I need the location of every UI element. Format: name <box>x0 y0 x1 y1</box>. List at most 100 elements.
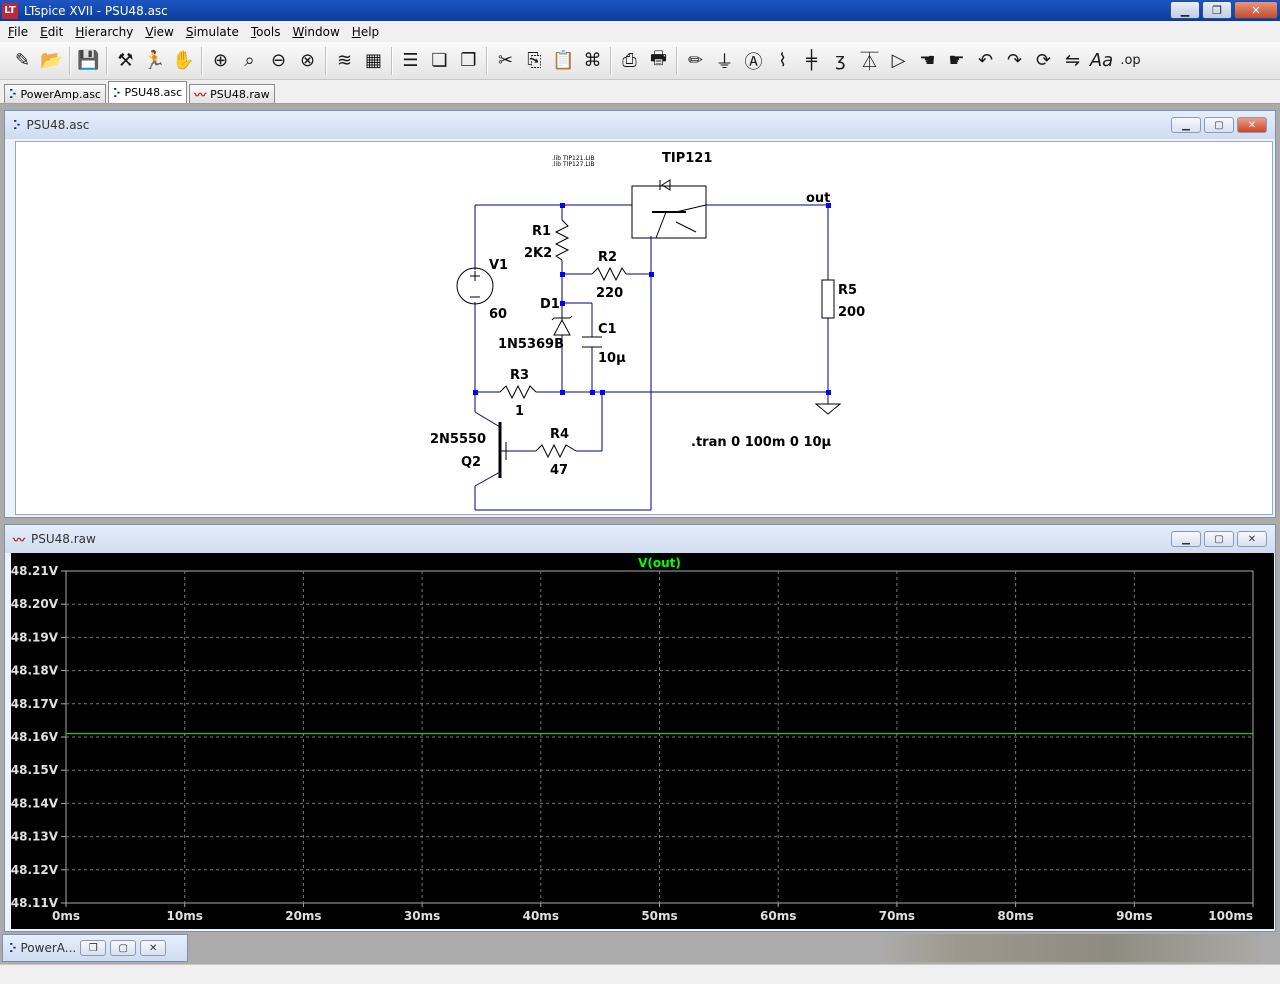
run-icon[interactable]: 🏃 <box>143 50 166 71</box>
r2-name[interactable]: R2 <box>598 250 617 265</box>
print-preview-icon[interactable]: 🖶 <box>650 47 667 69</box>
resistor-r4[interactable] <box>535 443 577 459</box>
close-button[interactable]: ✕ <box>1237 531 1267 547</box>
new-schematic-icon[interactable]: ✎ <box>14 50 31 71</box>
menu-item-edit[interactable]: Edit <box>36 25 71 39</box>
zoom-out-icon[interactable]: ⊖ <box>270 50 287 71</box>
maximize-button[interactable]: ❐ <box>1202 1 1232 19</box>
zoom-in-icon[interactable]: ⊕ <box>212 50 229 71</box>
maximize-button[interactable]: ▢ <box>110 940 137 956</box>
zoom-fit-icon[interactable]: ⊗ <box>299 50 316 71</box>
d1-value[interactable]: 1N5369B <box>498 337 564 352</box>
halt-hand-icon[interactable]: ✋ <box>172 50 195 71</box>
minimize-button[interactable]: ▁ <box>1171 531 1201 547</box>
r5-name[interactable]: R5 <box>838 283 857 298</box>
rotate-icon[interactable]: ⟳ <box>1035 50 1052 71</box>
r5-value[interactable]: 200 <box>838 305 865 320</box>
resistor-r3[interactable] <box>499 384 537 400</box>
tip121-label[interactable]: TIP121 <box>662 151 712 166</box>
r1-name[interactable]: R1 <box>532 224 551 239</box>
resistor-r2[interactable] <box>591 266 627 282</box>
schematic-window-titlebar[interactable]: ⴾ PSU48.asc <box>5 111 1275 139</box>
r4-value[interactable]: 47 <box>550 463 568 478</box>
menu-item-file[interactable]: File <box>4 25 36 39</box>
minimize-button[interactable]: ▁ <box>1170 1 1200 19</box>
trace-label[interactable]: V(out) <box>638 556 681 570</box>
v1-name[interactable]: V1 <box>489 258 508 273</box>
lib-directive-2[interactable]: .lib TIP127.LIB <box>552 161 595 168</box>
r1-value[interactable]: 2K2 <box>524 246 552 261</box>
label-net-icon[interactable]: Ⓐ <box>744 51 763 73</box>
r2-value[interactable]: 220 <box>596 286 623 301</box>
paste-icon[interactable]: 📋 <box>552 50 575 71</box>
spice-directive-tran[interactable]: .tran 0 100m 0 10µ <box>691 435 832 450</box>
lib-directive-1[interactable]: .lib TIP121.LIB <box>552 155 595 162</box>
resistor-r5[interactable] <box>821 279 835 319</box>
close-button[interactable]: ✕ <box>1234 1 1278 19</box>
restore-button[interactable]: ❐ <box>80 940 107 956</box>
tile-horizontal-icon[interactable]: ☰ <box>402 50 419 71</box>
spice-directive-icon[interactable]: .op <box>1120 53 1141 68</box>
menu-item-help[interactable]: Help <box>348 25 387 39</box>
ground-icon[interactable]: ⏚ <box>715 51 734 73</box>
drag-hand-icon[interactable]: ☛ <box>948 50 965 71</box>
menu-item-view[interactable]: View <box>141 25 181 39</box>
minimize-button[interactable]: ▁ <box>1171 117 1201 133</box>
menu-item-hierarchy[interactable]: Hierarchy <box>71 25 141 39</box>
diode-icon[interactable]: ⏄ <box>860 51 879 73</box>
darlington-tip121[interactable] <box>631 185 707 239</box>
grid-icon[interactable]: ▦ <box>364 50 382 71</box>
resistor-icon[interactable]: ⌇ <box>778 50 787 71</box>
inductor-icon[interactable]: ʒ <box>835 50 846 71</box>
tab-psu48-asc[interactable]: ⴾ PSU48.asc <box>107 81 188 103</box>
redo-icon[interactable]: ↷ <box>1006 50 1023 71</box>
save-icon[interactable]: 💾 <box>77 50 100 71</box>
menu-item-tools[interactable]: Tools <box>247 25 289 39</box>
d1-name[interactable]: D1 <box>540 297 560 312</box>
move-hand-icon[interactable]: ☚ <box>919 50 936 71</box>
close-button[interactable]: ✕ <box>1237 117 1267 133</box>
mirror-icon[interactable]: ⇋ <box>1064 50 1081 71</box>
schematic-drawing[interactable]: .lib TIP121.LIB .lib TIP127.LIB TIP121 o… <box>16 142 1272 514</box>
net-label-out[interactable]: out <box>806 191 830 206</box>
pan-icon[interactable]: ⌕ <box>244 50 255 71</box>
draw-wire-icon[interactable]: ✏ <box>687 50 704 71</box>
v1-value[interactable]: 60 <box>489 307 507 322</box>
c1-value[interactable]: 10µ <box>598 351 626 366</box>
r3-value[interactable]: 1 <box>515 404 524 419</box>
wire[interactable] <box>474 471 501 487</box>
component-icon[interactable]: ▷ <box>891 50 906 71</box>
wire[interactable] <box>474 411 501 428</box>
capacitor-icon[interactable]: ╪ <box>806 50 817 71</box>
maximize-button[interactable]: ▢ <box>1204 117 1234 133</box>
control-panel-icon[interactable]: ⚒ <box>117 50 134 71</box>
undo-icon[interactable]: ↶ <box>977 50 994 71</box>
r3-name[interactable]: R3 <box>510 368 529 383</box>
waveform-window-titlebar[interactable]: 〰 PSU48.raw <box>5 525 1275 553</box>
r4-name[interactable]: R4 <box>550 427 569 442</box>
resistor-r1[interactable] <box>554 219 570 261</box>
waveform-chart[interactable]: 48.21V48.20V48.19V48.18V48.17V48.16V48.1… <box>11 553 1274 929</box>
cascade-icon[interactable]: ❏ <box>431 50 448 71</box>
q2-name[interactable]: Q2 <box>461 455 481 470</box>
menu-item-simulate[interactable]: Simulate <box>182 25 247 39</box>
ltspice-app-icon[interactable]: LT <box>2 2 18 19</box>
tab-poweramp[interactable]: ⴾ PowerAmp.asc <box>4 84 106 103</box>
tile-vertical-icon[interactable]: ❐ <box>460 50 477 71</box>
copy-icon[interactable]: ⎘ <box>527 50 542 71</box>
autorange-icon[interactable]: ≋ <box>336 50 353 71</box>
close-button[interactable]: ✕ <box>140 940 167 956</box>
find-binoculars-icon[interactable]: ⌘ <box>583 50 602 71</box>
open-folder-icon[interactable]: 📂 <box>40 50 63 71</box>
menu-item-window[interactable]: Window <box>288 25 347 39</box>
voltage-source-v1[interactable] <box>456 267 494 305</box>
text-icon[interactable]: Aa <box>1089 50 1114 71</box>
schematic-canvas[interactable]: .lib TIP121.LIB .lib TIP127.LIB TIP121 o… <box>15 141 1273 515</box>
cut-icon[interactable]: ✂ <box>497 50 514 71</box>
c1-name[interactable]: C1 <box>598 322 617 337</box>
maximize-button[interactable]: ▢ <box>1204 531 1234 547</box>
tab-psu48-raw[interactable]: 〰 PSU48.raw <box>189 84 275 103</box>
zener-diode-d1[interactable] <box>553 318 571 336</box>
q2-model[interactable]: 2N5550 <box>430 432 486 447</box>
